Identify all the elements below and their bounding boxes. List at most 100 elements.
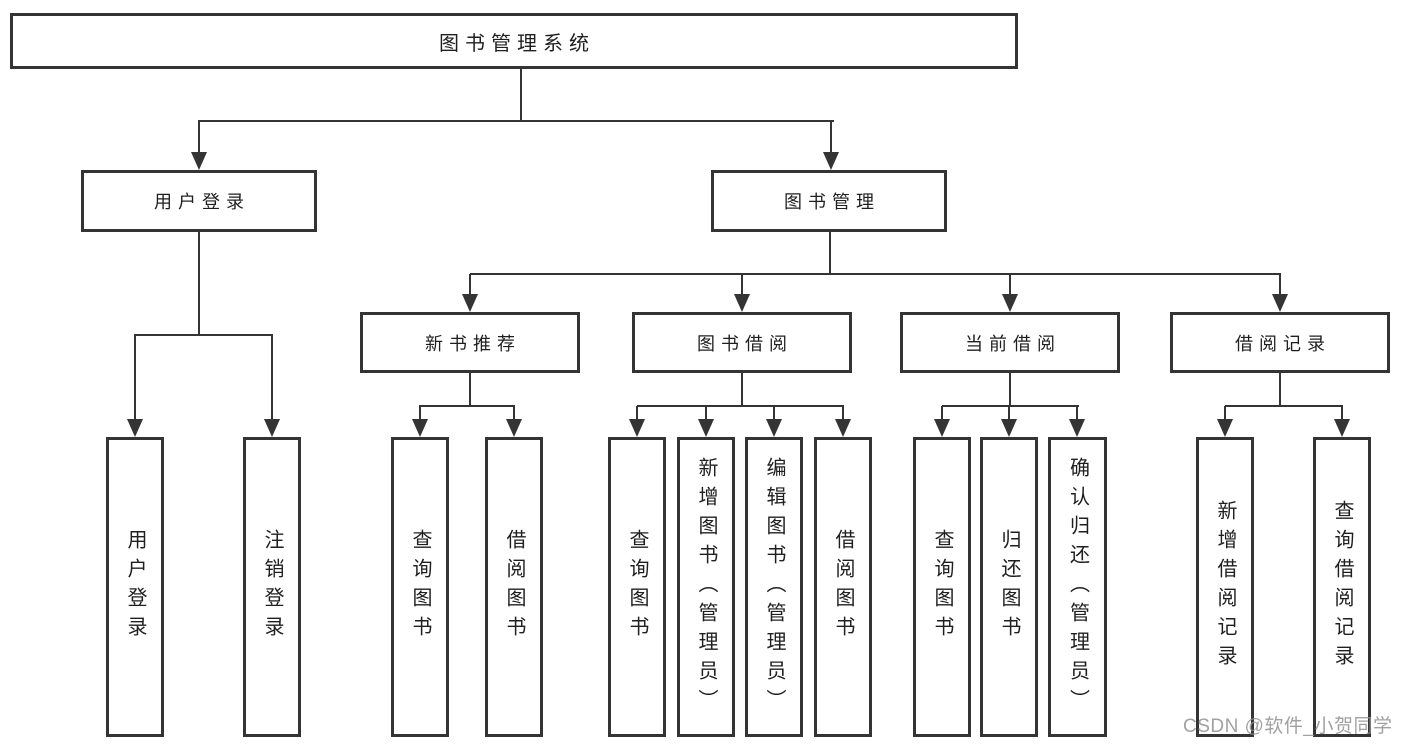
connector-book-borrow-rail — [637, 405, 844, 407]
arrow-down-icon — [629, 406, 645, 437]
node-book-borrowing: 图书借阅 — [632, 312, 852, 373]
leaf-label: 确认归还（管理员） — [1066, 456, 1089, 718]
node-new-book-recommendation: 新书推荐 — [360, 312, 580, 373]
leaf-query-books-recommend: 查询图书 — [391, 437, 449, 737]
leaf-label: 借阅图书 — [832, 529, 854, 645]
arrow-down-icon — [1002, 274, 1018, 312]
arrow-head-icon — [1334, 419, 1350, 437]
leaf-label: 用户登录 — [124, 529, 146, 645]
leaf-label: 注销登录 — [261, 529, 283, 645]
arrow-head-icon — [934, 419, 950, 437]
arrow-shaft — [271, 335, 273, 419]
arrow-head-icon — [1002, 294, 1018, 312]
leaf-return-books: 归还图书 — [980, 437, 1038, 737]
arrow-shaft — [469, 274, 471, 294]
arrow-head-icon — [734, 294, 750, 312]
arrow-shaft — [705, 406, 707, 419]
connector-book-management-stub — [829, 231, 831, 274]
leaf-label: 新增借阅记录 — [1214, 500, 1236, 674]
arrow-down-icon — [1334, 406, 1350, 437]
arrow-head-icon — [629, 419, 645, 437]
node-book-management: 图书管理 — [711, 170, 947, 232]
node-current-borrowing: 当前借阅 — [900, 312, 1120, 373]
arrow-down-icon — [264, 335, 280, 437]
arrow-shaft — [1009, 274, 1011, 294]
connector-borrow-records-stub — [1279, 372, 1281, 406]
leaf-borrow-books-recommend: 借阅图书 — [485, 437, 543, 737]
arrow-head-icon — [191, 152, 207, 170]
arrow-down-icon — [506, 406, 522, 437]
arrow-down-icon — [1069, 406, 1085, 437]
leaf-logout: 注销登录 — [243, 437, 301, 737]
arrow-head-icon — [1217, 419, 1233, 437]
arrow-shaft — [513, 406, 515, 419]
arrow-down-icon — [462, 274, 478, 312]
arrow-down-icon — [766, 406, 782, 437]
connector-user-login-stub — [198, 231, 200, 335]
leaf-add-books-admin: 新增图书（管理员） — [677, 437, 735, 737]
arrow-down-icon — [191, 121, 207, 170]
leaf-add-borrow-record: 新增借阅记录 — [1196, 437, 1254, 737]
node-user-login: 用户登录 — [81, 170, 317, 232]
arrow-down-icon — [734, 274, 750, 312]
connector-new-book-stub — [469, 372, 471, 406]
arrow-head-icon — [462, 294, 478, 312]
arrow-head-icon — [1272, 294, 1288, 312]
connector-current-borrow-stub — [1009, 372, 1011, 406]
leaf-borrow-books: 借阅图书 — [814, 437, 872, 737]
arrow-head-icon — [1069, 419, 1085, 437]
leaf-query-books-borrow: 查询图书 — [608, 437, 666, 737]
leaf-user-login: 用户登录 — [106, 437, 164, 737]
leaf-edit-books-admin: 编辑图书（管理员） — [745, 437, 803, 737]
arrow-head-icon — [698, 419, 714, 437]
arrow-down-icon — [934, 406, 950, 437]
arrow-down-icon — [823, 121, 839, 170]
node-library-management-system: 图书管理系统 — [10, 13, 1018, 69]
arrow-head-icon — [766, 419, 782, 437]
arrow-head-icon — [412, 419, 428, 437]
arrow-shaft — [134, 335, 136, 419]
node-borrowing-records: 借阅记录 — [1170, 312, 1390, 373]
arrow-shaft — [842, 406, 844, 419]
leaf-confirm-return-admin: 确认归还（管理员） — [1048, 437, 1107, 737]
arrow-shaft — [1076, 406, 1078, 419]
arrow-shaft — [1224, 406, 1226, 419]
connector-user-login-rail — [134, 334, 273, 336]
arrow-head-icon — [127, 419, 143, 437]
connector-current-borrow-rail — [942, 405, 1079, 407]
arrow-down-icon — [698, 406, 714, 437]
connector-level3-rail — [470, 273, 1281, 275]
arrow-down-icon — [412, 406, 428, 437]
arrow-down-icon — [127, 335, 143, 437]
arrow-down-icon — [1217, 406, 1233, 437]
leaf-label: 编辑图书（管理员） — [763, 456, 785, 718]
arrow-shaft — [198, 121, 200, 152]
arrow-down-icon — [1001, 406, 1017, 437]
connector-level1-rail — [198, 120, 834, 122]
arrow-shaft — [941, 406, 943, 419]
leaf-query-borrow-record: 查询借阅记录 — [1313, 437, 1371, 737]
arrow-shaft — [1341, 406, 1343, 419]
arrow-shaft — [636, 406, 638, 419]
csdn-watermark: CSDN @软件_小贺同学 — [1183, 716, 1393, 737]
connector-borrow-records-rail — [1225, 405, 1343, 407]
leaf-label: 查询图书 — [626, 529, 648, 645]
connector-book-borrow-stub — [741, 372, 743, 406]
arrow-down-icon — [835, 406, 851, 437]
connector-new-book-rail — [419, 405, 515, 407]
arrow-head-icon — [264, 419, 280, 437]
arrow-head-icon — [823, 152, 839, 170]
arrow-shaft — [741, 274, 743, 294]
arrow-head-icon — [835, 419, 851, 437]
leaf-label: 查询图书 — [409, 529, 431, 645]
arrow-shaft — [830, 121, 832, 152]
leaf-label: 借阅图书 — [503, 529, 525, 645]
leaf-query-books-current: 查询图书 — [913, 437, 971, 737]
leaf-label: 归还图书 — [998, 529, 1020, 645]
arrow-shaft — [1008, 406, 1010, 419]
leaf-label: 查询图书 — [931, 529, 953, 645]
arrow-shaft — [1279, 274, 1281, 294]
arrow-shaft — [773, 406, 775, 419]
arrow-shaft — [419, 406, 421, 419]
